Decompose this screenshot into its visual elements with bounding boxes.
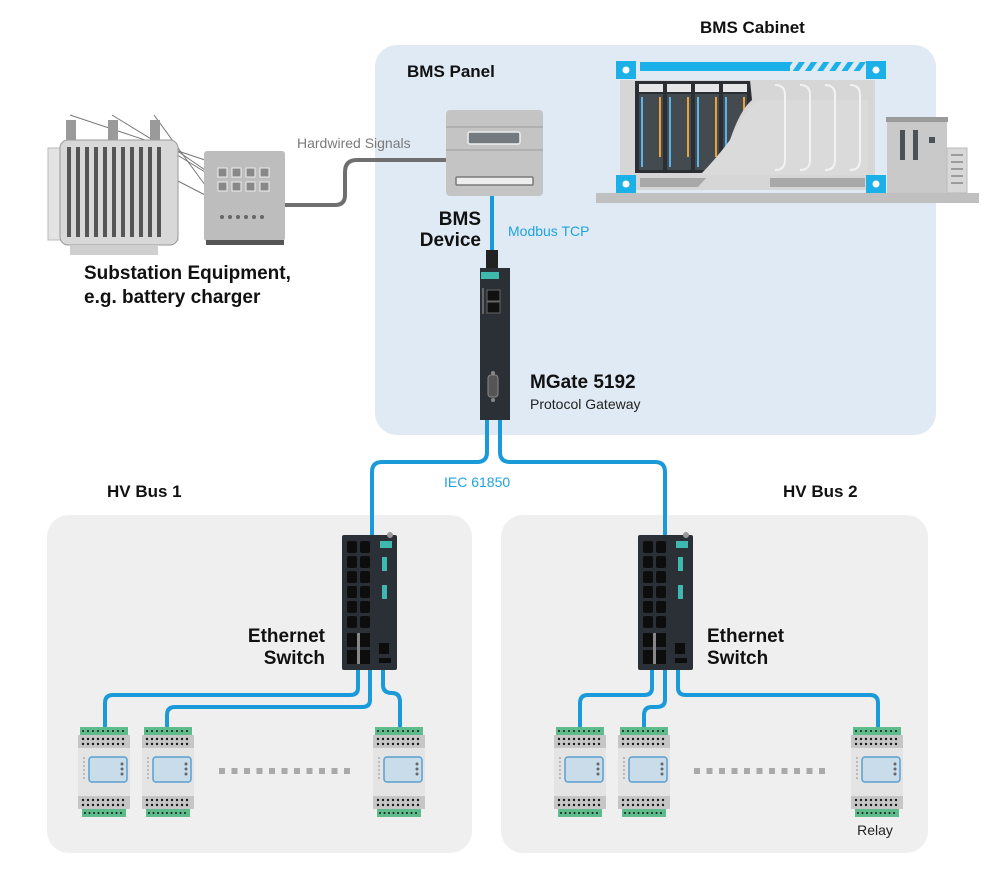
substation-equipment-label-1: Substation Equipment, bbox=[84, 263, 291, 284]
mgate-gateway-icon bbox=[480, 250, 510, 420]
iec-cable-right bbox=[498, 418, 667, 537]
bms-device-label-1: BMS bbox=[439, 209, 481, 230]
hv-bus-2-label: HV Bus 2 bbox=[783, 482, 858, 501]
relay-label: Relay bbox=[857, 822, 893, 838]
switch-2-label-2: Switch bbox=[707, 648, 768, 669]
switch-1-label-2: Switch bbox=[264, 648, 325, 669]
relay-module-icon bbox=[851, 727, 903, 817]
bms-device-label-2: Device bbox=[420, 230, 481, 251]
hardwired-signals-label: Hardwired Signals bbox=[297, 135, 411, 151]
ethernet-switch-2-icon bbox=[638, 532, 693, 670]
relay-module-icon bbox=[554, 727, 606, 817]
switch-2-label-1: Ethernet bbox=[707, 626, 785, 647]
hardwired-cable bbox=[285, 158, 446, 207]
battery-charger-icon bbox=[204, 151, 285, 245]
bus1-cable-1 bbox=[103, 668, 360, 729]
bus2-cable-2 bbox=[642, 668, 667, 729]
bms-cabinet-icon bbox=[596, 61, 979, 203]
relay-module-icon bbox=[142, 727, 194, 817]
bus2-cable-1 bbox=[578, 668, 654, 729]
switch-1-label-1: Ethernet bbox=[248, 626, 326, 647]
ethernet-switch-1-icon bbox=[342, 532, 397, 670]
gateway-name-label: MGate 5192 bbox=[530, 372, 636, 393]
bus2-cable-3 bbox=[676, 668, 880, 729]
relay-module-icon bbox=[373, 727, 425, 817]
iec-cable-left bbox=[370, 418, 489, 537]
transformer-icon bbox=[47, 114, 206, 255]
bus1-cable-3 bbox=[381, 668, 402, 729]
relay-module-icon bbox=[78, 727, 130, 817]
iec-61850-label: IEC 61850 bbox=[444, 474, 510, 490]
relay-module-icon bbox=[618, 727, 670, 817]
bms-cabinet-label: BMS Cabinet bbox=[700, 18, 805, 37]
substation-equipment-label-2: e.g. battery charger bbox=[84, 287, 261, 308]
bms-panel-label: BMS Panel bbox=[407, 62, 495, 81]
modbus-tcp-label: Modbus TCP bbox=[508, 223, 589, 239]
bus1-cable-2 bbox=[165, 668, 372, 729]
hv-bus-1-label: HV Bus 1 bbox=[107, 482, 182, 501]
bms-device-icon bbox=[446, 110, 543, 196]
ellipsis-icon bbox=[219, 768, 350, 774]
gateway-desc-label: Protocol Gateway bbox=[530, 396, 641, 412]
ellipsis-icon bbox=[694, 768, 825, 774]
